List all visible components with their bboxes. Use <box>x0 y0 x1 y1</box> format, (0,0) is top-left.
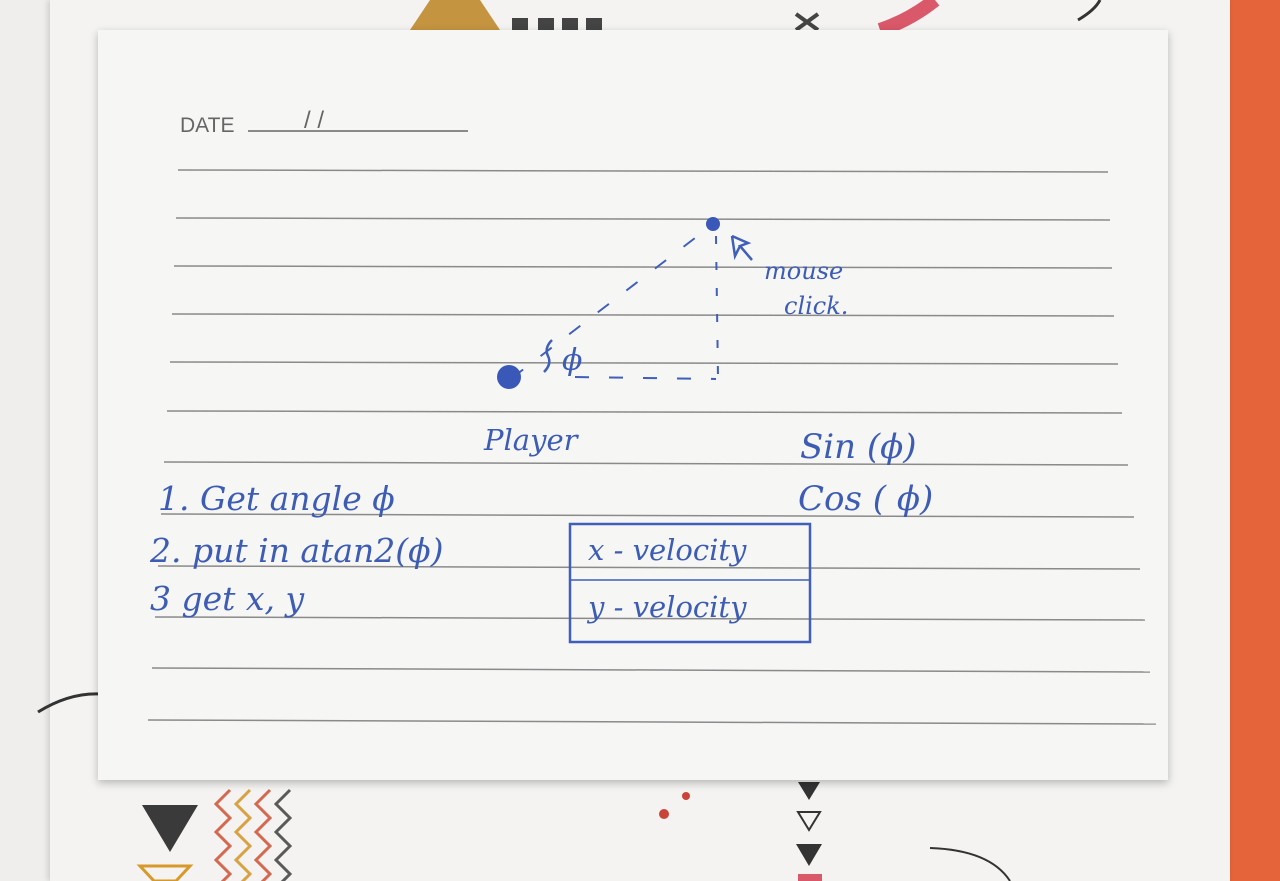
rule-line <box>166 410 1123 414</box>
rule-line <box>154 616 1146 621</box>
bottom-triangle-outline <box>136 864 194 881</box>
binder-curve <box>37 692 103 714</box>
bottom-small-triangle <box>796 844 822 866</box>
mouse-label-line1: mouse <box>764 257 843 285</box>
rule-line <box>160 513 1135 518</box>
top-dash <box>512 18 528 30</box>
horizontal-leg <box>574 376 717 380</box>
top-dash <box>586 18 602 30</box>
rule-line <box>171 313 1115 317</box>
step-3: 3 get x, y <box>150 579 304 618</box>
rule-lines <box>147 169 1157 725</box>
cos-text: Cos ( ϕ) <box>798 479 933 519</box>
cursor-arrow-icon <box>730 234 753 261</box>
player-dot <box>497 365 521 389</box>
angle-symbol: ϕ <box>562 343 582 378</box>
y-velocity-label: y - velocity <box>586 590 747 624</box>
date-label: DATE <box>180 114 234 137</box>
top-dash <box>538 18 554 30</box>
index-card <box>98 30 1168 780</box>
rule-line <box>173 265 1113 269</box>
mouse-label-line2: click. <box>784 292 848 320</box>
rule-line <box>177 169 1109 173</box>
step-2: 2. put in atan2(ϕ) <box>149 531 444 570</box>
bottom-small-triangle-outline <box>796 811 822 832</box>
step-1: 1. Get angle ϕ <box>158 479 395 518</box>
mouse-click-dot <box>706 217 720 231</box>
bottom-pink-bar <box>798 874 822 881</box>
top-pattern-ochre <box>410 0 500 30</box>
date-slashes: / / <box>304 107 324 134</box>
zigzag-red <box>213 788 233 881</box>
bottom-black-arc <box>929 847 1011 881</box>
zigzag-yellow <box>233 788 253 881</box>
rule-line <box>151 667 1151 673</box>
rule-line <box>147 719 1157 725</box>
player-label: Player <box>483 423 580 457</box>
bottom-small-triangle <box>798 782 820 800</box>
velocity-box <box>568 522 812 644</box>
top-cross-mark <box>794 12 820 32</box>
red-dot <box>682 792 690 800</box>
angle-arc <box>543 339 553 373</box>
sin-text: Sin (ϕ) <box>800 427 917 467</box>
rule-line <box>169 361 1119 365</box>
rule-line <box>163 461 1129 466</box>
aim-line <box>511 224 713 379</box>
vertical-leg <box>715 235 719 379</box>
rule-line <box>157 565 1141 570</box>
top-pink-arc <box>877 0 940 37</box>
red-dot <box>659 809 669 819</box>
zigzag-grey <box>273 788 293 881</box>
zigzag-red <box>253 788 273 881</box>
top-black-arc <box>1077 0 1102 22</box>
bottom-triangle <box>142 805 198 852</box>
rule-line <box>175 217 1111 221</box>
x-velocity-label: x - velocity <box>588 533 747 567</box>
top-dash <box>562 18 578 30</box>
